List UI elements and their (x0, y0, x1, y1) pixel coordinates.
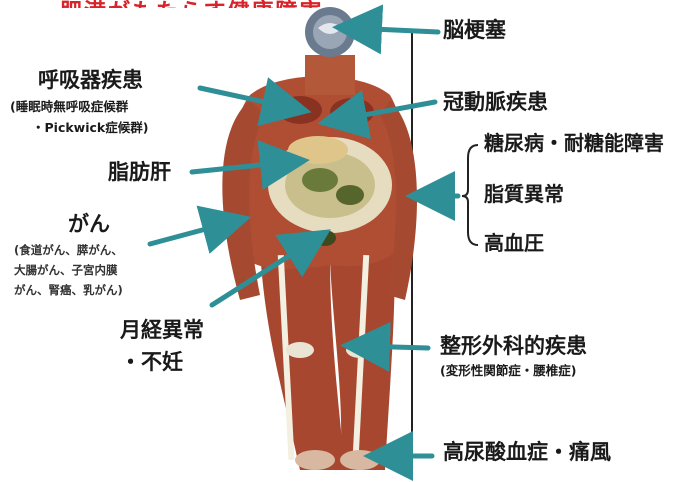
label-respiratory-sub1: (睡眠時無呼吸症候群 (10, 100, 128, 114)
label-respiratory-sub2: ・Pickwick症候群) (32, 121, 148, 135)
label-gout: 高尿酸血症・痛風 (443, 440, 611, 464)
label-metabolic-lipid: 脂質異常 (484, 183, 564, 206)
label-respiratory: 呼吸器疾患 (38, 68, 143, 92)
arrow-stroke (352, 28, 438, 32)
label-menstrual: 月経異常 (120, 318, 204, 342)
label-cancer-sub2: 大腸がん、子宮内膜 (14, 264, 118, 277)
label-cancer-sub1: (食道がん、膵がん、 (14, 244, 123, 257)
label-stroke: 脳梗塞 (443, 18, 506, 42)
label-orthopedic-sub: (変形性関節症・腰椎症) (440, 364, 576, 378)
label-orthopedic: 整形外科的疾患 (440, 334, 587, 358)
arrow-cancer (150, 222, 232, 244)
label-fatty-liver: 脂肪肝 (108, 160, 171, 184)
label-metabolic-diabetes: 糖尿病・耐糖能障害 (484, 132, 664, 155)
arrow-orthopedic (360, 346, 428, 348)
label-metabolic-hypertension: 高血圧 (484, 232, 544, 255)
label-cancer-sub3: がん、腎癌、乳がん) (14, 284, 123, 297)
metabolic-brace (462, 145, 478, 245)
label-cancer: がん (68, 212, 110, 236)
label-coronary: 冠動脈疾患 (443, 90, 548, 114)
body-figure (222, 7, 417, 470)
label-infertility: ・不妊 (120, 350, 183, 374)
